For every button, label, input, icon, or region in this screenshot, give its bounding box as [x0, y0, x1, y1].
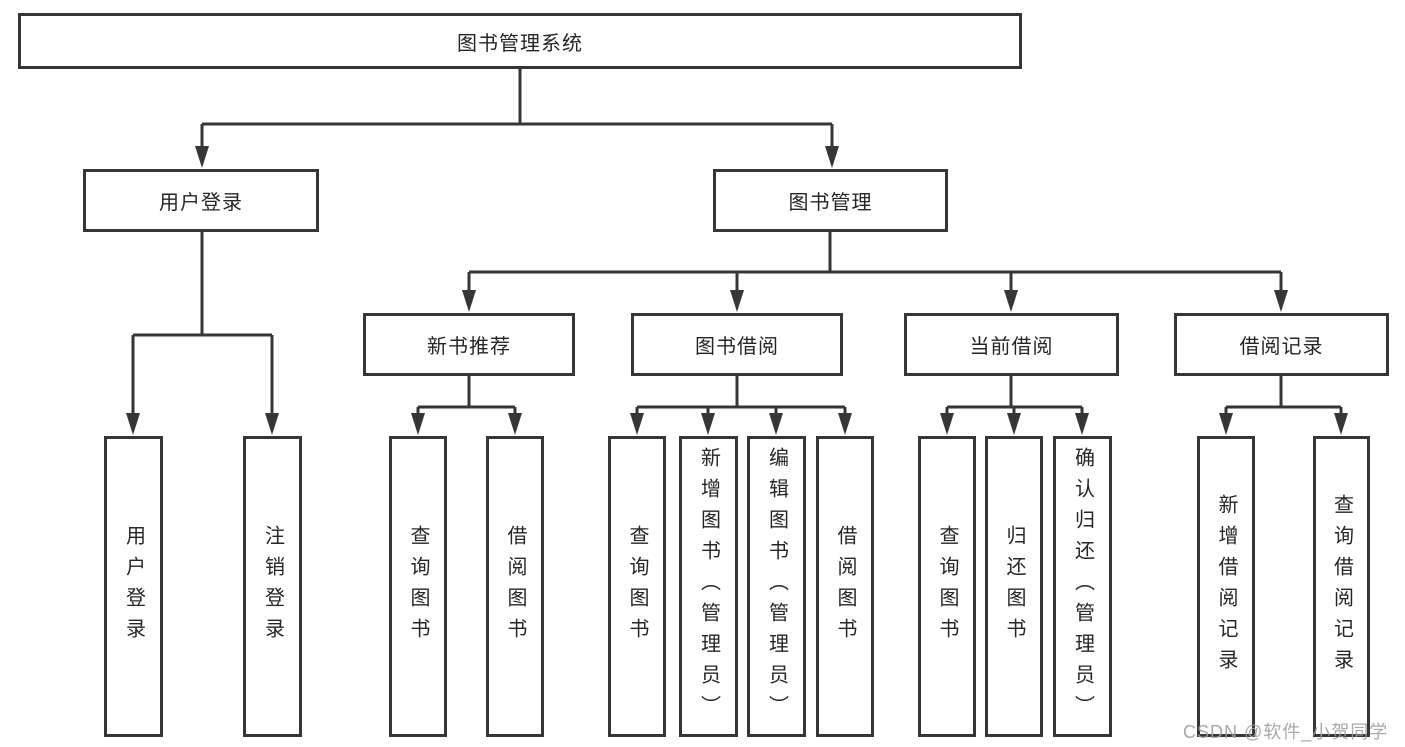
leaf-borrow-borrow-books-label: 借阅图书 [834, 524, 856, 649]
leaf-borrow-edit-books-admin-label: 编辑图书（管理员） [765, 447, 788, 726]
leaf-logout-label: 注销登录 [261, 524, 284, 649]
csdn-watermark: CSDN @软件_小贺同学 [1183, 722, 1389, 742]
leaf-borrow-borrow-books: 借阅图书 [816, 436, 874, 737]
node-book-management-label: 图书管理 [788, 192, 873, 214]
leaf-current-query-books-label: 查询图书 [936, 524, 958, 649]
node-new-book-recommend-label: 新书推荐 [427, 336, 511, 358]
leaf-records-add-record-label: 新增借阅记录 [1215, 493, 1237, 680]
leaf-newbook-query-books-label: 查询图书 [407, 524, 429, 649]
leaf-newbook-borrow-books-label: 借阅图书 [504, 524, 526, 649]
leaf-borrow-edit-books-admin: 编辑图书（管理员） [747, 436, 806, 737]
node-book-borrow: 图书借阅 [631, 313, 843, 376]
node-user-login: 用户登录 [83, 169, 319, 232]
node-current-borrow-label: 当前借阅 [969, 336, 1054, 358]
leaf-records-query-record: 查询借阅记录 [1313, 436, 1370, 737]
leaf-user-login: 用户登录 [104, 436, 163, 737]
node-book-borrow-label: 图书借阅 [695, 336, 779, 358]
leaf-borrow-add-books-admin-label: 新增图书（管理员） [697, 447, 720, 726]
leaf-current-return-books: 归还图书 [985, 436, 1043, 737]
leaf-borrow-query-books-label: 查询图书 [626, 524, 648, 649]
leaf-records-query-record-label: 查询借阅记录 [1330, 493, 1353, 680]
node-root-label: 图书管理系统 [457, 32, 583, 55]
leaf-borrow-add-books-admin: 新增图书（管理员） [679, 436, 738, 737]
leaf-newbook-borrow-books: 借阅图书 [486, 436, 544, 737]
leaf-current-confirm-return-admin-label: 确认归还（管理员） [1071, 447, 1094, 726]
arrowheads [126, 146, 1348, 435]
node-new-book-recommend: 新书推荐 [363, 313, 575, 376]
leaf-records-add-record: 新增借阅记录 [1197, 436, 1255, 737]
leaf-current-confirm-return-admin: 确认归还（管理员） [1053, 436, 1112, 737]
node-borrow-records: 借阅记录 [1174, 313, 1389, 376]
leaf-current-return-books-label: 归还图书 [1003, 524, 1025, 649]
leaf-user-login-label: 用户登录 [122, 524, 145, 649]
leaf-logout: 注销登录 [243, 436, 302, 737]
connector-paths [131, 69, 1343, 414]
node-borrow-records-label: 借阅记录 [1239, 336, 1324, 358]
leaf-borrow-query-books: 查询图书 [608, 436, 666, 737]
node-current-borrow: 当前借阅 [904, 313, 1119, 376]
leaf-newbook-query-books: 查询图书 [389, 436, 447, 737]
node-book-management: 图书管理 [713, 169, 948, 232]
node-root: 图书管理系统 [18, 13, 1022, 69]
node-user-login-label: 用户登录 [159, 192, 243, 214]
leaf-current-query-books: 查询图书 [918, 436, 976, 737]
